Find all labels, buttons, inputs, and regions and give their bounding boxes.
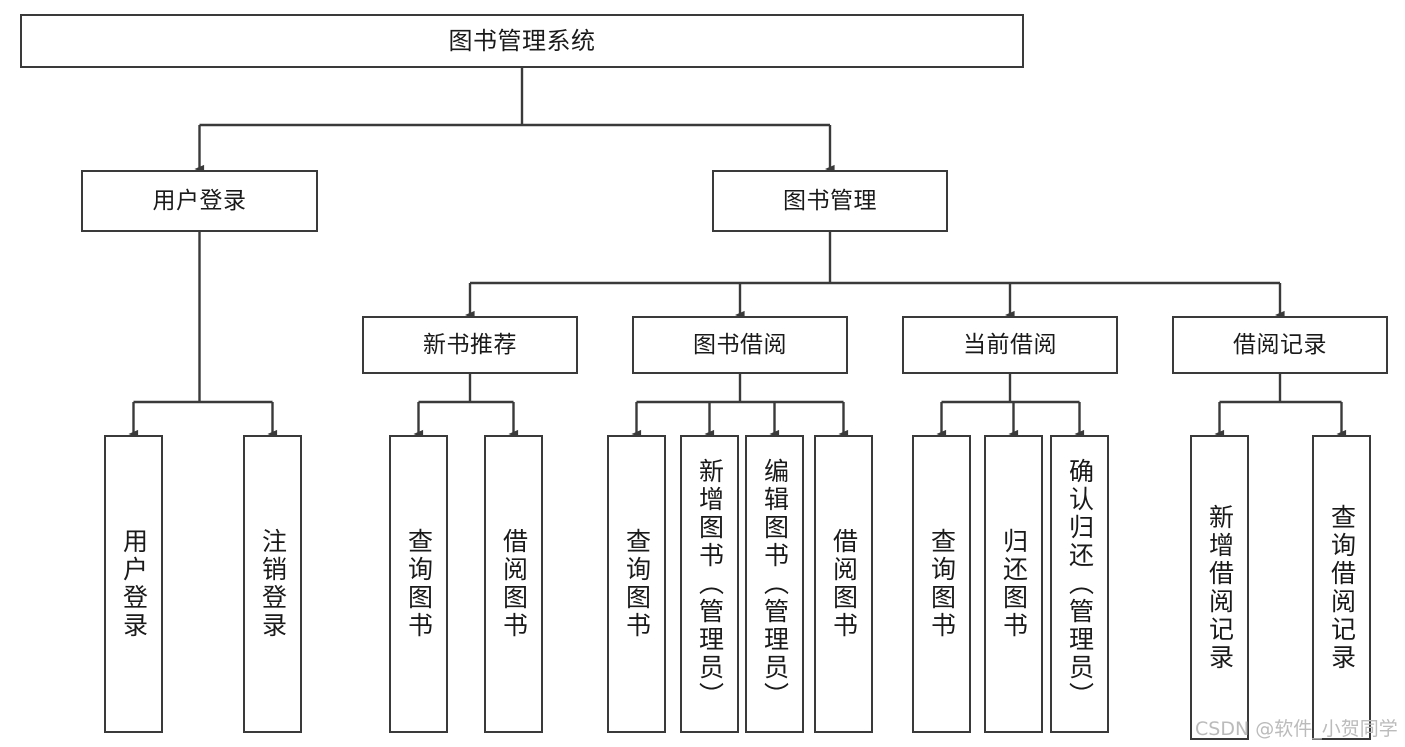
node-leaf-newbook-query[interactable]: 查询图书 xyxy=(389,435,448,733)
node-leaf-user-login[interactable]: 用户登录 xyxy=(104,435,163,733)
node-leaf-current-return-label: 归还图书 xyxy=(999,528,1029,640)
node-leaf-borrow-edit-label: 编辑图书（管理员） xyxy=(760,458,790,710)
node-leaf-record-query-label: 查询借阅记录 xyxy=(1327,503,1357,672)
node-leaf-newbook-borrow-label: 借阅图书 xyxy=(499,528,529,640)
node-leaf-logout-label: 注销登录 xyxy=(258,528,288,640)
node-user-login-label: 用户登录 xyxy=(152,187,247,214)
node-leaf-borrow-edit[interactable]: 编辑图书（管理员） xyxy=(745,435,804,733)
node-current-borrow[interactable]: 当前借阅 xyxy=(902,316,1118,374)
node-book-borrow[interactable]: 图书借阅 xyxy=(632,316,848,374)
node-leaf-borrow-query[interactable]: 查询图书 xyxy=(607,435,666,733)
node-leaf-borrow-book[interactable]: 借阅图书 xyxy=(814,435,873,733)
node-root[interactable]: 图书管理系统 xyxy=(20,14,1024,68)
node-leaf-current-confirm-label: 确认归还（管理员） xyxy=(1065,458,1095,710)
node-leaf-current-confirm[interactable]: 确认归还（管理员） xyxy=(1050,435,1109,733)
node-leaf-newbook-query-label: 查询图书 xyxy=(404,528,434,640)
node-leaf-newbook-borrow[interactable]: 借阅图书 xyxy=(484,435,543,733)
node-leaf-borrow-book-label: 借阅图书 xyxy=(829,528,859,640)
node-current-borrow-label: 当前借阅 xyxy=(963,331,1057,358)
node-leaf-current-return[interactable]: 归还图书 xyxy=(984,435,1043,733)
node-leaf-current-query[interactable]: 查询图书 xyxy=(912,435,971,733)
node-root-label: 图书管理系统 xyxy=(448,27,596,55)
node-leaf-record-add-label: 新增借阅记录 xyxy=(1205,503,1235,672)
node-leaf-record-query[interactable]: 查询借阅记录 xyxy=(1312,435,1371,740)
node-borrow-records[interactable]: 借阅记录 xyxy=(1172,316,1388,374)
node-user-login[interactable]: 用户登录 xyxy=(81,170,318,232)
node-new-book-recommend[interactable]: 新书推荐 xyxy=(362,316,578,374)
node-book-management[interactable]: 图书管理 xyxy=(712,170,948,232)
node-leaf-user-login-label: 用户登录 xyxy=(119,528,149,640)
node-leaf-borrow-add-label: 新增图书（管理员） xyxy=(695,458,725,710)
node-book-management-label: 图书管理 xyxy=(783,187,877,214)
node-leaf-borrow-query-label: 查询图书 xyxy=(622,528,652,640)
node-new-book-recommend-label: 新书推荐 xyxy=(423,331,517,358)
csdn-watermark: CSDN @软件_小贺同学 xyxy=(1195,718,1398,740)
node-leaf-current-query-label: 查询图书 xyxy=(927,528,957,640)
node-leaf-logout[interactable]: 注销登录 xyxy=(243,435,302,733)
node-leaf-borrow-add[interactable]: 新增图书（管理员） xyxy=(680,435,739,733)
node-book-borrow-label: 图书借阅 xyxy=(693,331,787,358)
node-borrow-records-label: 借阅记录 xyxy=(1233,331,1327,358)
node-leaf-record-add[interactable]: 新增借阅记录 xyxy=(1190,435,1249,740)
